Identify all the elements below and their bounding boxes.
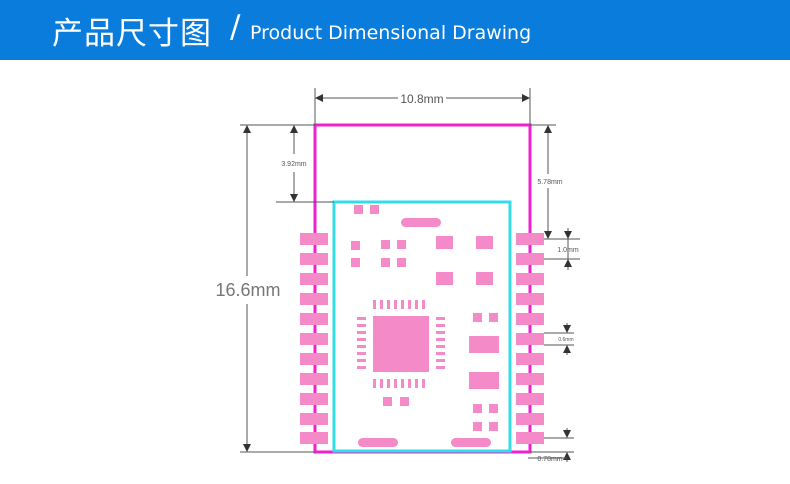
header-banner: 产品尺寸图 / Product Dimensional Drawing <box>0 0 790 60</box>
pin-pad <box>300 233 328 245</box>
pin-pad <box>300 253 328 265</box>
pin-pad <box>516 233 544 245</box>
height-dimension <box>240 124 315 453</box>
bottom-dimension <box>528 428 574 462</box>
pin-pad <box>300 393 328 405</box>
pin-pad <box>516 432 544 444</box>
left-pin-column <box>300 233 328 444</box>
title-chinese: 产品尺寸图 <box>52 16 212 52</box>
width-label: 10.8mm <box>400 92 443 106</box>
pin-pad <box>516 293 544 305</box>
pin-pad <box>516 333 544 345</box>
pin-width-label: 0.6mm <box>558 337 573 343</box>
top-offset-dimension <box>276 125 334 203</box>
pin-pad <box>300 432 328 444</box>
pin-pitch-dimension <box>544 228 580 270</box>
pin-pad <box>516 353 544 365</box>
pin-pad <box>516 273 544 285</box>
component-pads <box>351 205 499 447</box>
pin-pad <box>300 413 328 425</box>
pin-pad <box>300 373 328 385</box>
width-dimension <box>314 88 531 125</box>
pin-pad <box>516 413 544 425</box>
pin-pad <box>300 333 328 345</box>
pin-pad <box>300 313 328 325</box>
pin-pitch-label: 1.0mm <box>557 247 579 254</box>
board-outline <box>313 123 532 454</box>
dimensional-drawing: 10.8mm 16.6mm 3.92mm 5.78mm 1.0mm 0.6mm <box>215 88 580 463</box>
shield-outline <box>332 200 512 453</box>
pin-top-label: 5.78mm <box>537 179 562 186</box>
height-label: 16.6mm <box>215 280 280 300</box>
bottom-label: 0.78mm <box>537 456 562 463</box>
qfn-chip <box>357 300 445 388</box>
pin-pad <box>516 313 544 325</box>
right-pin-column <box>516 233 544 444</box>
title-separator: / <box>230 9 241 45</box>
pin-pad <box>300 293 328 305</box>
pin-pad <box>516 393 544 405</box>
top-offset-label: 3.92mm <box>281 161 306 168</box>
pin-pad <box>300 353 328 365</box>
pin-pad <box>516 373 544 385</box>
pin-pad <box>300 273 328 285</box>
pin-width-dimension <box>544 323 574 355</box>
title-english: Product Dimensional Drawing <box>250 22 532 44</box>
pin-pad <box>516 253 544 265</box>
pin-top-dimension <box>530 124 580 240</box>
